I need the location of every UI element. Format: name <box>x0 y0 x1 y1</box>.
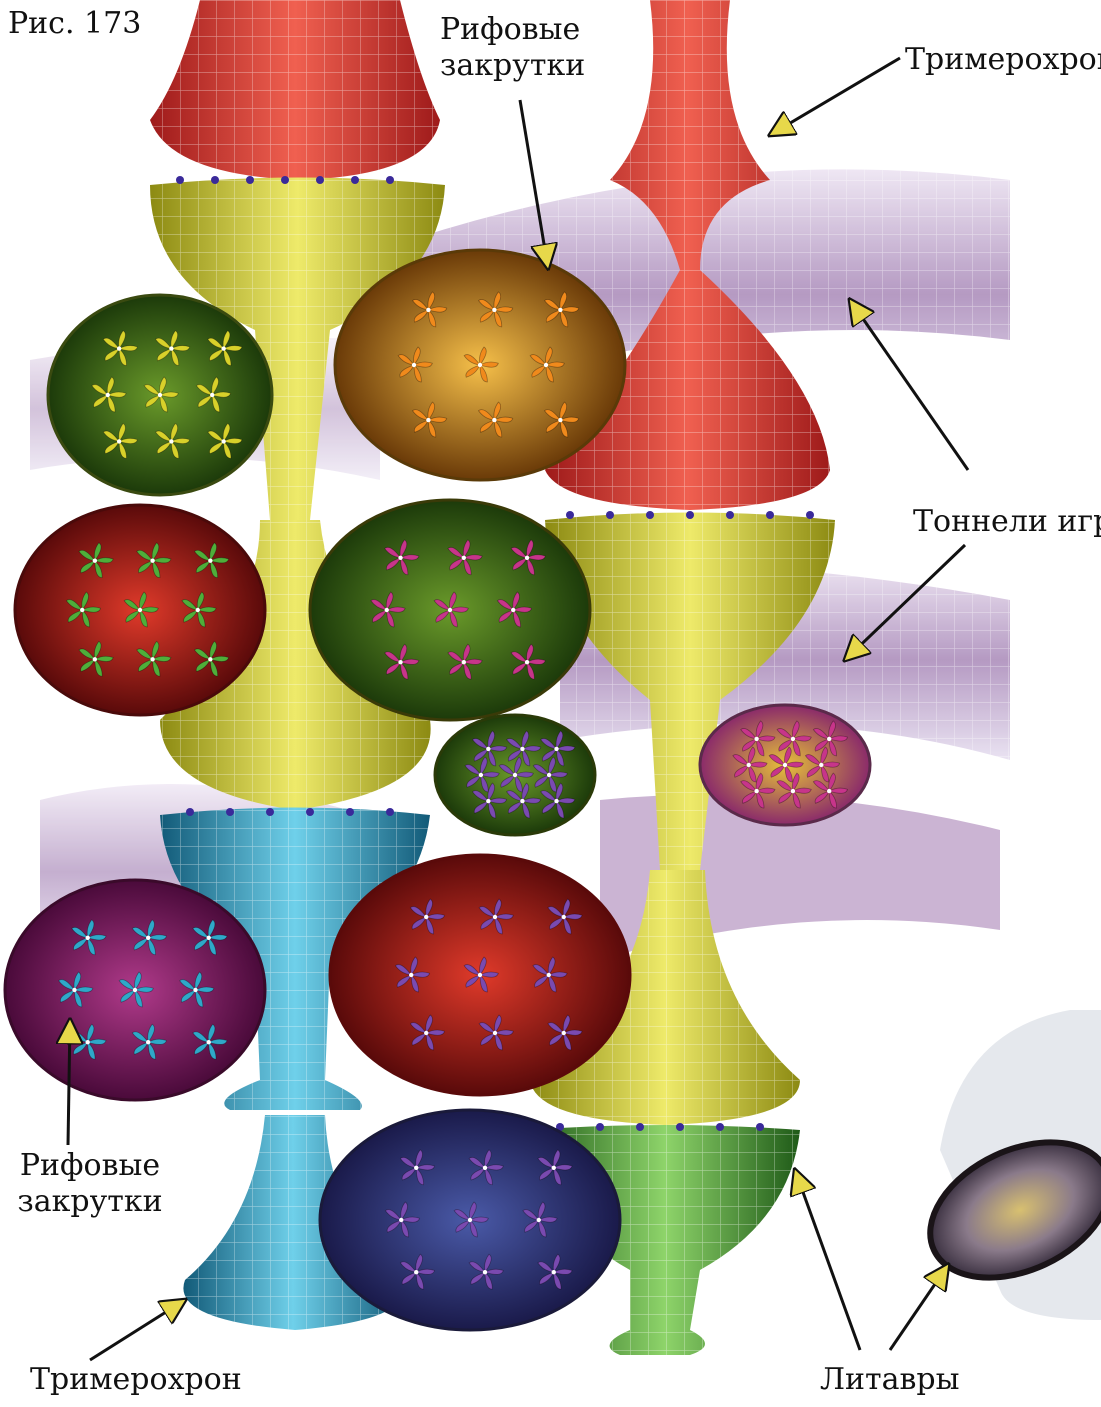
label-line: Рифовые <box>10 1148 170 1184</box>
label-reef-twists-bottom: Рифовые закрутки <box>10 1148 170 1220</box>
label-game-tunnels: Тоннели игр <box>913 504 1101 540</box>
label-line: закрутки <box>10 1184 170 1220</box>
label-trimerochron-bottom: Тримерохрон <box>30 1362 242 1398</box>
label-line: закрутки <box>440 48 580 84</box>
label-timpani: Литавры <box>820 1362 959 1398</box>
label-trimerochron-top: Тримерохрон <box>905 42 1101 78</box>
label-reef-twists-top: Рифовые закрутки <box>440 12 580 84</box>
timpani-disc <box>909 1010 1101 1320</box>
label-line: Рифовые <box>440 12 580 48</box>
figure-number: Рис. 173 <box>8 6 141 42</box>
